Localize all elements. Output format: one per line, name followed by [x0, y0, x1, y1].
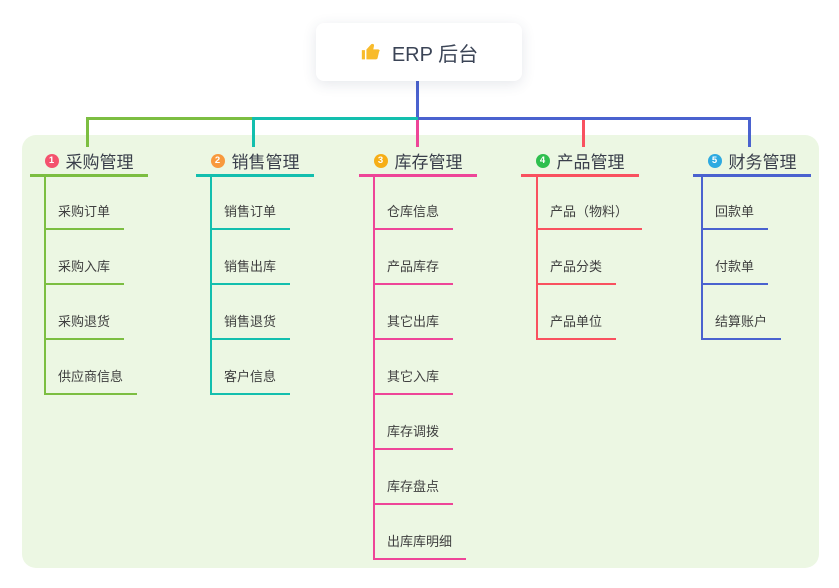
branch-number-badge: 3 [373, 153, 388, 168]
branch-head-sales[interactable]: 2 销售管理 [196, 147, 314, 177]
branch-head-inventory[interactable]: 3 库存管理 [359, 147, 477, 177]
branch-child-line [210, 177, 212, 395]
node-customer-info[interactable]: 客户信息 [210, 368, 291, 395]
branches-panel [22, 135, 819, 568]
node-payment-order[interactable]: 付款单 [701, 258, 769, 285]
drop-line-product [582, 120, 585, 147]
node-product-stock[interactable]: 产品库存 [373, 258, 454, 285]
root-stem-line [416, 81, 419, 118]
branch-head-product[interactable]: 4 产品管理 [521, 147, 639, 177]
node-purchase-inbound[interactable]: 采购入库 [44, 258, 125, 285]
node-other-inbound[interactable]: 其它入库 [373, 368, 454, 395]
branch-head-purchase[interactable]: 1 采购管理 [30, 147, 148, 177]
node-purchase-order[interactable]: 采购订单 [44, 203, 125, 230]
branch-child-line [536, 177, 538, 340]
branch-title-label: 财务管理 [728, 153, 797, 172]
node-sales-return[interactable]: 销售退货 [210, 313, 291, 340]
node-product-material[interactable]: 产品（物料） [536, 203, 643, 230]
node-supplier-info[interactable]: 供应商信息 [44, 368, 138, 395]
branch-number-badge: 4 [535, 153, 550, 168]
drop-line-sales [252, 117, 255, 147]
node-collection-order[interactable]: 回款单 [701, 203, 769, 230]
branch-title-label: 采购管理 [65, 153, 134, 172]
root-title: ERP 后台 [391, 43, 479, 66]
node-sales-outbound[interactable]: 销售出库 [210, 258, 291, 285]
drop-line-finance [748, 117, 751, 147]
branch-title-label: 销售管理 [231, 153, 300, 172]
bus-segment-sales [254, 117, 418, 120]
node-product-category[interactable]: 产品分类 [536, 258, 617, 285]
branch-child-line [44, 177, 46, 395]
branch-title-label: 库存管理 [394, 153, 463, 172]
bus-segment-purchase [86, 117, 254, 120]
branch-number-badge: 5 [707, 153, 722, 168]
node-stock-transfer[interactable]: 库存调拨 [373, 423, 454, 450]
root-node[interactable]: ERP 后台 [316, 23, 522, 81]
branch-child-line [373, 177, 375, 560]
branch-child-line [701, 177, 703, 340]
node-settlement-account[interactable]: 结算账户 [701, 313, 782, 340]
node-stock-taking[interactable]: 库存盘点 [373, 478, 454, 505]
node-purchase-return[interactable]: 采购退货 [44, 313, 125, 340]
thumbs-up-icon [360, 41, 382, 63]
bus-segment-finance [418, 117, 751, 120]
branch-title-label: 产品管理 [556, 153, 625, 172]
node-sales-order[interactable]: 销售订单 [210, 203, 291, 230]
node-other-outbound[interactable]: 其它出库 [373, 313, 454, 340]
branch-number-badge: 1 [44, 153, 59, 168]
node-warehouse-info[interactable]: 仓库信息 [373, 203, 454, 230]
node-outbound-detail[interactable]: 出库库明细 [373, 533, 467, 560]
branch-head-finance[interactable]: 5 财务管理 [693, 147, 811, 177]
branch-number-badge: 2 [210, 153, 225, 168]
node-product-unit[interactable]: 产品单位 [536, 313, 617, 340]
drop-line-purchase [86, 117, 89, 147]
drop-line-inventory [416, 120, 419, 147]
